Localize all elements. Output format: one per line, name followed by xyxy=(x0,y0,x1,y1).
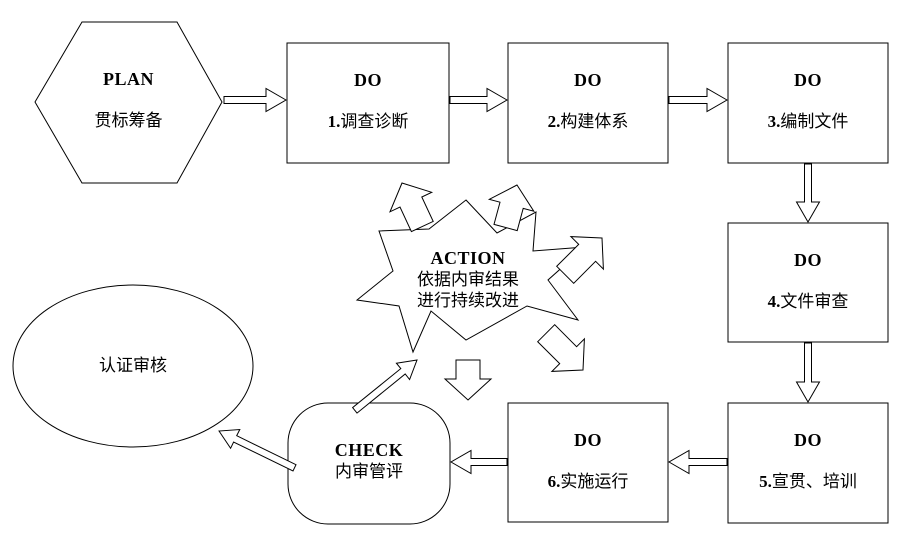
plan-title: PLAN xyxy=(103,69,154,89)
action-starburst-shape xyxy=(355,199,587,354)
do2-node: DO 2.构建体系 xyxy=(508,43,668,163)
do5-text: 宣贯、培训 xyxy=(771,472,857,491)
do5-title: DO xyxy=(794,430,822,450)
burst-arrow-up-right-icon xyxy=(555,236,604,285)
arrow-do5-to-do6 xyxy=(667,449,728,475)
do1-number: 1. xyxy=(327,112,341,131)
action-title: ACTION xyxy=(430,248,506,268)
arrow-check-to-audit xyxy=(218,428,297,472)
do4-label: 4.文件审查 xyxy=(768,291,849,313)
do6-text: 实施运行 xyxy=(560,472,629,491)
check-subtitle: 内审管评 xyxy=(335,462,403,481)
audit-ellipse-shape xyxy=(12,284,254,448)
do5-number: 5. xyxy=(759,472,772,491)
arrow-do6-to-check xyxy=(449,449,508,475)
do2-text: 构建体系 xyxy=(560,112,629,131)
arrow-check-to-action xyxy=(351,359,418,414)
arrow-do2-to-do3 xyxy=(668,87,729,113)
do4-node: DO 4.文件审查 xyxy=(728,223,888,342)
do6-title: DO xyxy=(574,430,602,450)
plan-subtitle: 贯标筹备 xyxy=(94,111,163,130)
arrow-plan-to-do1 xyxy=(223,87,288,113)
do6-node: DO 6.实施运行 xyxy=(508,403,668,522)
do3-title: DO xyxy=(794,70,822,90)
do1-label: 1.调查诊断 xyxy=(328,111,409,133)
do5-label: 5.宣贯、培训 xyxy=(759,471,857,493)
plan-node: PLAN 贯标筹备 xyxy=(35,22,222,183)
do3-text: 编制文件 xyxy=(780,112,849,131)
do1-title: DO xyxy=(354,70,382,90)
arrow-do1-to-do2 xyxy=(449,87,509,113)
do1-box-shape xyxy=(286,42,450,164)
do2-title: DO xyxy=(574,70,602,90)
do4-box-shape xyxy=(727,222,889,343)
arrows-layer xyxy=(218,87,821,475)
audit-node: 认证审核 xyxy=(13,285,253,447)
do3-label: 3.编制文件 xyxy=(768,111,849,133)
do2-number: 2. xyxy=(547,112,561,131)
do4-title: DO xyxy=(794,250,822,270)
burst-arrow-down-right-icon xyxy=(536,323,585,372)
audit-label: 认证审核 xyxy=(99,356,167,375)
do1-text: 调查诊断 xyxy=(340,112,409,131)
do6-number: 6. xyxy=(547,472,561,491)
do2-box-shape xyxy=(507,42,669,164)
action-line2: 进行持续改进 xyxy=(417,291,519,310)
burst-arrow-up-icon xyxy=(487,184,535,232)
do3-box-shape xyxy=(727,42,889,164)
do3-number: 3. xyxy=(767,112,781,131)
do3-node: DO 3.编制文件 xyxy=(728,43,888,163)
arrow-do3-to-do4 xyxy=(795,163,821,224)
do6-box-shape xyxy=(507,402,669,523)
check-title: CHECK xyxy=(334,440,404,460)
do5-node: DO 5.宣贯、培训 xyxy=(728,403,888,523)
do1-node: DO 1.调查诊断 xyxy=(287,43,449,163)
action-node: ACTION 依据内审结果 进行持续改进 xyxy=(368,247,568,311)
do5-box-shape xyxy=(727,402,889,524)
do4-text: 文件审查 xyxy=(780,292,849,311)
check-node: CHECK 内审管评 xyxy=(288,403,450,524)
do6-label: 6.实施运行 xyxy=(548,471,629,493)
burst-arrow-down-icon xyxy=(443,359,493,401)
arrow-do4-to-do5 xyxy=(795,342,821,404)
do2-label: 2.构建体系 xyxy=(548,111,629,133)
plan-hexagon-shape xyxy=(34,21,223,184)
action-line1: 依据内审结果 xyxy=(417,270,519,289)
do4-number: 4. xyxy=(767,292,781,311)
burst-arrow-up-left-icon xyxy=(389,182,434,233)
